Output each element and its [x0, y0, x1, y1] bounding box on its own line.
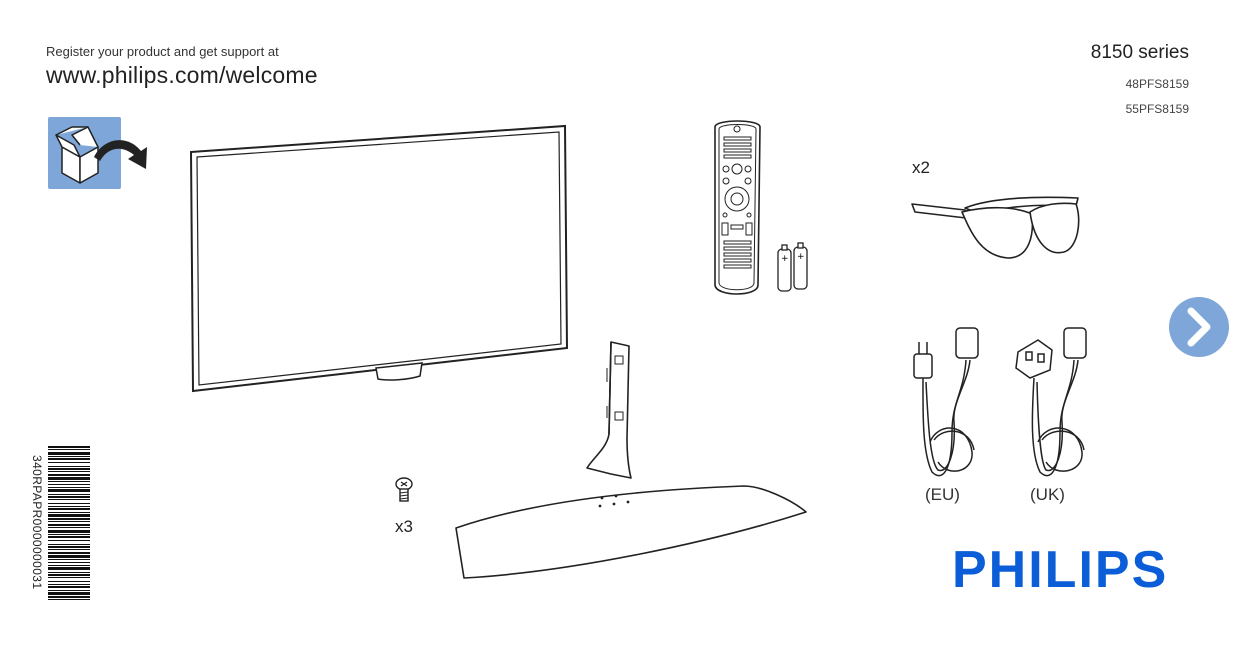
support-url[interactable]: www.philips.com/welcome — [46, 62, 318, 88]
barcode-bar — [48, 458, 90, 460]
barcode-bar — [48, 544, 90, 545]
barcode-bar — [48, 494, 90, 495]
eu-plug-label: (EU) — [925, 485, 960, 504]
barcode-bar — [48, 508, 90, 510]
barcode-bar — [48, 503, 90, 504]
tv-illustration — [189, 124, 569, 393]
barcode-bar — [48, 590, 90, 591]
3d-glasses-illustration — [911, 196, 1080, 259]
barcode-bar — [48, 506, 90, 507]
barcode-bar — [48, 586, 90, 588]
barcode-bar — [48, 559, 90, 560]
remote-control-illustration — [714, 120, 761, 295]
stand-neck-illustration — [586, 341, 632, 479]
uk-plug-label: (UK) — [1030, 485, 1065, 504]
model-number-1: 48PFS8159 — [1125, 77, 1189, 91]
model-number-2: 55PFS8159 — [1125, 102, 1189, 116]
barcode-bar — [48, 456, 90, 457]
barcode-bar — [48, 446, 90, 448]
barcode-bar — [48, 596, 90, 598]
barcode-bar — [48, 534, 90, 535]
barcode-bar — [48, 496, 90, 498]
barcode-bar — [48, 466, 90, 467]
barcode-bar — [48, 468, 90, 470]
barcode-bar — [48, 487, 90, 488]
screws-quantity: x3 — [395, 517, 413, 536]
svg-text:+: + — [797, 252, 805, 262]
barcode-bar — [48, 524, 90, 526]
unbox-icon — [48, 117, 147, 189]
barcode-bar — [48, 581, 90, 582]
barcode-bar — [48, 536, 90, 538]
glasses-quantity: x2 — [912, 158, 930, 177]
barcode-bar — [48, 449, 90, 450]
barcode-bar — [48, 527, 90, 528]
barcode-bar — [48, 540, 90, 541]
barcode-bar — [48, 530, 90, 533]
barcode-bar — [48, 477, 90, 480]
philips-logo: PHILIPS — [952, 541, 1169, 599]
chevron-right-icon — [1187, 307, 1211, 347]
barcode-bar — [48, 552, 90, 554]
series-title: 8150 series — [1090, 42, 1189, 63]
barcode-bar — [48, 555, 90, 558]
barcode-bar — [48, 546, 90, 548]
barcode-bar — [48, 592, 90, 595]
barcode-bar — [48, 521, 90, 522]
barcode-bar — [48, 565, 90, 566]
barcode-bar — [48, 474, 90, 476]
barcode-bar — [48, 512, 90, 513]
barcode-bar — [48, 481, 90, 482]
barcode-bar — [48, 514, 90, 517]
barcode-bar — [48, 572, 90, 573]
barcode-number: 340RPAPR0000000031 — [30, 455, 44, 590]
barcode-bar — [48, 452, 90, 455]
eu-power-cord-illustration — [913, 327, 979, 477]
barcode-bar — [48, 462, 90, 463]
batteries-illustration: + + — [777, 242, 808, 292]
barcode-bar — [48, 484, 90, 485]
next-page-button[interactable] — [1169, 297, 1229, 357]
barcode-bar — [48, 471, 90, 472]
uk-power-cord-illustration — [1015, 327, 1087, 477]
screw-icon — [395, 477, 413, 502]
barcode-bar — [48, 574, 90, 576]
register-text: Register your product and get support at — [46, 44, 279, 59]
barcode-bar — [48, 489, 90, 492]
barcode — [48, 446, 90, 600]
barcode-bar — [48, 584, 90, 585]
barcode-bar — [48, 518, 90, 520]
barcode-bar — [48, 549, 90, 550]
stand-base-illustration — [455, 485, 807, 579]
svg-text:+: + — [781, 254, 789, 264]
barcode-bar — [48, 567, 90, 570]
barcode-bar — [48, 577, 90, 578]
barcode-bar — [48, 599, 90, 600]
barcode-bar — [48, 499, 90, 500]
barcode-bar — [48, 562, 90, 563]
